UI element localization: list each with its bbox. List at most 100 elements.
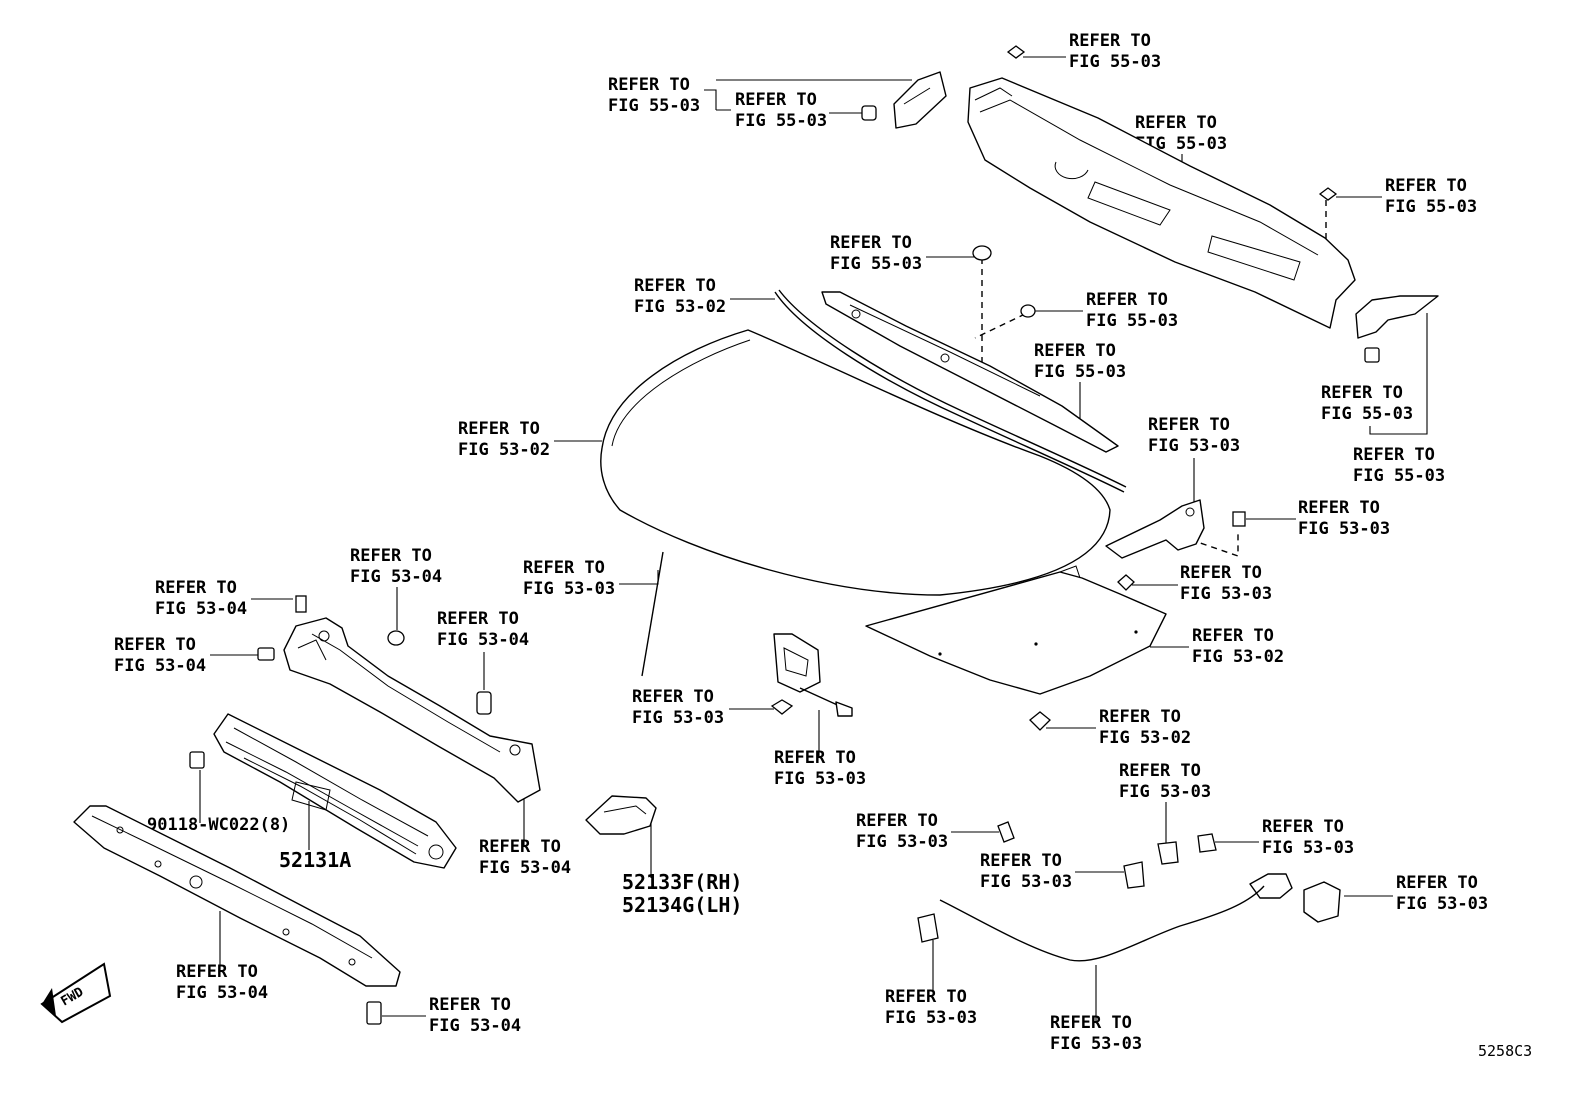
callout-c5: REFER TO FIG 55-03 (830, 233, 922, 274)
callout-c23-line2: FIG 53-02 (1099, 728, 1191, 748)
hood-seal-strip (774, 289, 1127, 493)
hood-support-rod (641, 551, 664, 677)
callout-c29-line1: REFER TO (1396, 873, 1478, 893)
callout-c0-line2: FIG 55-03 (1069, 52, 1161, 72)
callout-c30: REFER TO FIG 53-03 (885, 987, 977, 1028)
callout-c0: REFER TO FIG 55-03 (1069, 31, 1161, 72)
callout-c27-line1: REFER TO (1262, 817, 1344, 837)
part-number-bolt: 90118-WC022(8) (147, 815, 290, 835)
callout-c31-line2: FIG 53-04 (176, 983, 268, 1003)
callout-c25-line2: FIG 53-03 (856, 832, 948, 852)
callout-c15-line1: REFER TO (523, 558, 605, 578)
radiator-grille (213, 713, 457, 869)
callout-c32-line2: FIG 53-04 (429, 1016, 521, 1036)
callout-c19-line2: FIG 53-04 (114, 656, 206, 676)
callout-c10-line2: FIG 53-03 (1148, 436, 1240, 456)
callout-c20: REFER TO FIG 53-02 (1192, 626, 1284, 667)
callout-c16-line1: REFER TO (350, 546, 432, 566)
callout-c30-line2: FIG 53-03 (885, 1008, 977, 1028)
part-number-grille: 52131A (279, 848, 351, 872)
callout-c17: REFER TO FIG 53-04 (155, 578, 247, 619)
callout-c25-line1: REFER TO (856, 811, 938, 831)
callout-c16: REFER TO FIG 53-04 (350, 546, 442, 587)
fasteners (189, 45, 1380, 1025)
cowl-top-panel (967, 77, 1356, 329)
callout-c22-line2: FIG 53-03 (774, 769, 866, 789)
hood-to-cowl-seal (821, 291, 1119, 453)
callout-c14-line1: REFER TO (1180, 563, 1262, 583)
callout-c7-line2: FIG 55-03 (1086, 311, 1178, 331)
callout-c6-line2: FIG 53-02 (634, 297, 726, 317)
callout-c33-line2: FIG 53-03 (1050, 1034, 1142, 1054)
callout-c21-line2: FIG 53-03 (632, 708, 724, 728)
callout-c27: REFER TO FIG 53-03 (1262, 817, 1354, 858)
callout-c18: REFER TO FIG 53-04 (437, 609, 529, 650)
callout-c7: REFER TO FIG 55-03 (1086, 290, 1178, 331)
callout-c10-line1: REFER TO (1148, 415, 1230, 435)
callout-c28-line2: FIG 53-03 (980, 872, 1072, 892)
callout-c13: REFER TO FIG 53-03 (1298, 498, 1390, 539)
radiator-support-upper (283, 617, 541, 803)
callout-c23-line1: REFER TO (1099, 707, 1181, 727)
callout-c1-line1: REFER TO (608, 75, 690, 95)
callout-c12: REFER TO FIG 55-03 (1353, 445, 1445, 486)
callout-c2-line1: REFER TO (735, 90, 817, 110)
callout-c19: REFER TO FIG 53-04 (114, 635, 206, 676)
callout-c15: REFER TO FIG 53-03 (523, 558, 615, 599)
forward-direction-arrow-icon: FWD (40, 962, 112, 1024)
callout-c4-line2: FIG 55-03 (1385, 197, 1477, 217)
callout-c32: REFER TO FIG 53-04 (429, 995, 521, 1036)
callout-c26: REFER TO FIG 53-03 (1119, 761, 1211, 802)
callout-c5-line1: REFER TO (830, 233, 912, 253)
callout-c1-line2: FIG 55-03 (608, 96, 700, 116)
drawing-code: 5258C3 (1478, 1042, 1532, 1060)
hood-hinge (1105, 499, 1205, 559)
callout-c8-line1: REFER TO (1034, 341, 1116, 361)
callout-c18-line1: REFER TO (437, 609, 519, 629)
callout-c29: REFER TO FIG 53-03 (1396, 873, 1488, 914)
callout-c5-line2: FIG 55-03 (830, 254, 922, 274)
callout-c21: REFER TO FIG 53-03 (632, 687, 724, 728)
callout-c18-line2: FIG 53-04 (437, 630, 529, 650)
callout-c9-line2: FIG 53-02 (458, 440, 550, 460)
callout-c19-line1: REFER TO (114, 635, 196, 655)
hood-support-bracket (585, 795, 657, 835)
cowl-side-piece-left (893, 71, 947, 129)
callout-c17-line1: REFER TO (155, 578, 237, 598)
callout-c29-line2: FIG 53-03 (1396, 894, 1488, 914)
callout-c2: REFER TO FIG 55-03 (735, 90, 827, 131)
callout-c8-line2: FIG 55-03 (1034, 362, 1126, 382)
callout-c22-line1: REFER TO (774, 748, 856, 768)
callout-c24-line2: FIG 53-04 (479, 858, 571, 878)
hood-panel (600, 329, 1111, 596)
callout-c3-line1: REFER TO (1135, 113, 1217, 133)
callout-c33-line1: REFER TO (1050, 1013, 1132, 1033)
callout-c17-line2: FIG 53-04 (155, 599, 247, 619)
callout-c4-line1: REFER TO (1385, 176, 1467, 196)
callout-c28-line1: REFER TO (980, 851, 1062, 871)
hood-release-cable (939, 873, 1341, 962)
cowl-side-piece-right (1355, 295, 1439, 339)
callout-c14: REFER TO FIG 53-03 (1180, 563, 1272, 604)
callout-c2-line2: FIG 55-03 (735, 111, 827, 131)
callout-c23: REFER TO FIG 53-02 (1099, 707, 1191, 748)
callout-c6-line1: REFER TO (634, 276, 716, 296)
callout-c13-line1: REFER TO (1298, 498, 1380, 518)
callout-c33: REFER TO FIG 53-03 (1050, 1013, 1142, 1054)
callout-c10: REFER TO FIG 53-03 (1148, 415, 1240, 456)
callout-c4: REFER TO FIG 55-03 (1385, 176, 1477, 217)
callout-c22: REFER TO FIG 53-03 (774, 748, 866, 789)
callout-c8: REFER TO FIG 55-03 (1034, 341, 1126, 382)
callout-c13-line2: FIG 53-03 (1298, 519, 1390, 539)
callout-c9: REFER TO FIG 53-02 (458, 419, 550, 460)
hood-insulator (865, 565, 1167, 695)
callout-c25: REFER TO FIG 53-03 (856, 811, 948, 852)
callout-c20-line2: FIG 53-02 (1192, 647, 1284, 667)
callout-c20-line1: REFER TO (1192, 626, 1274, 646)
hood-lock (773, 633, 853, 717)
callout-c0-line1: REFER TO (1069, 31, 1151, 51)
callout-c30-line1: REFER TO (885, 987, 967, 1007)
callout-c28: REFER TO FIG 53-03 (980, 851, 1072, 892)
callout-c7-line1: REFER TO (1086, 290, 1168, 310)
